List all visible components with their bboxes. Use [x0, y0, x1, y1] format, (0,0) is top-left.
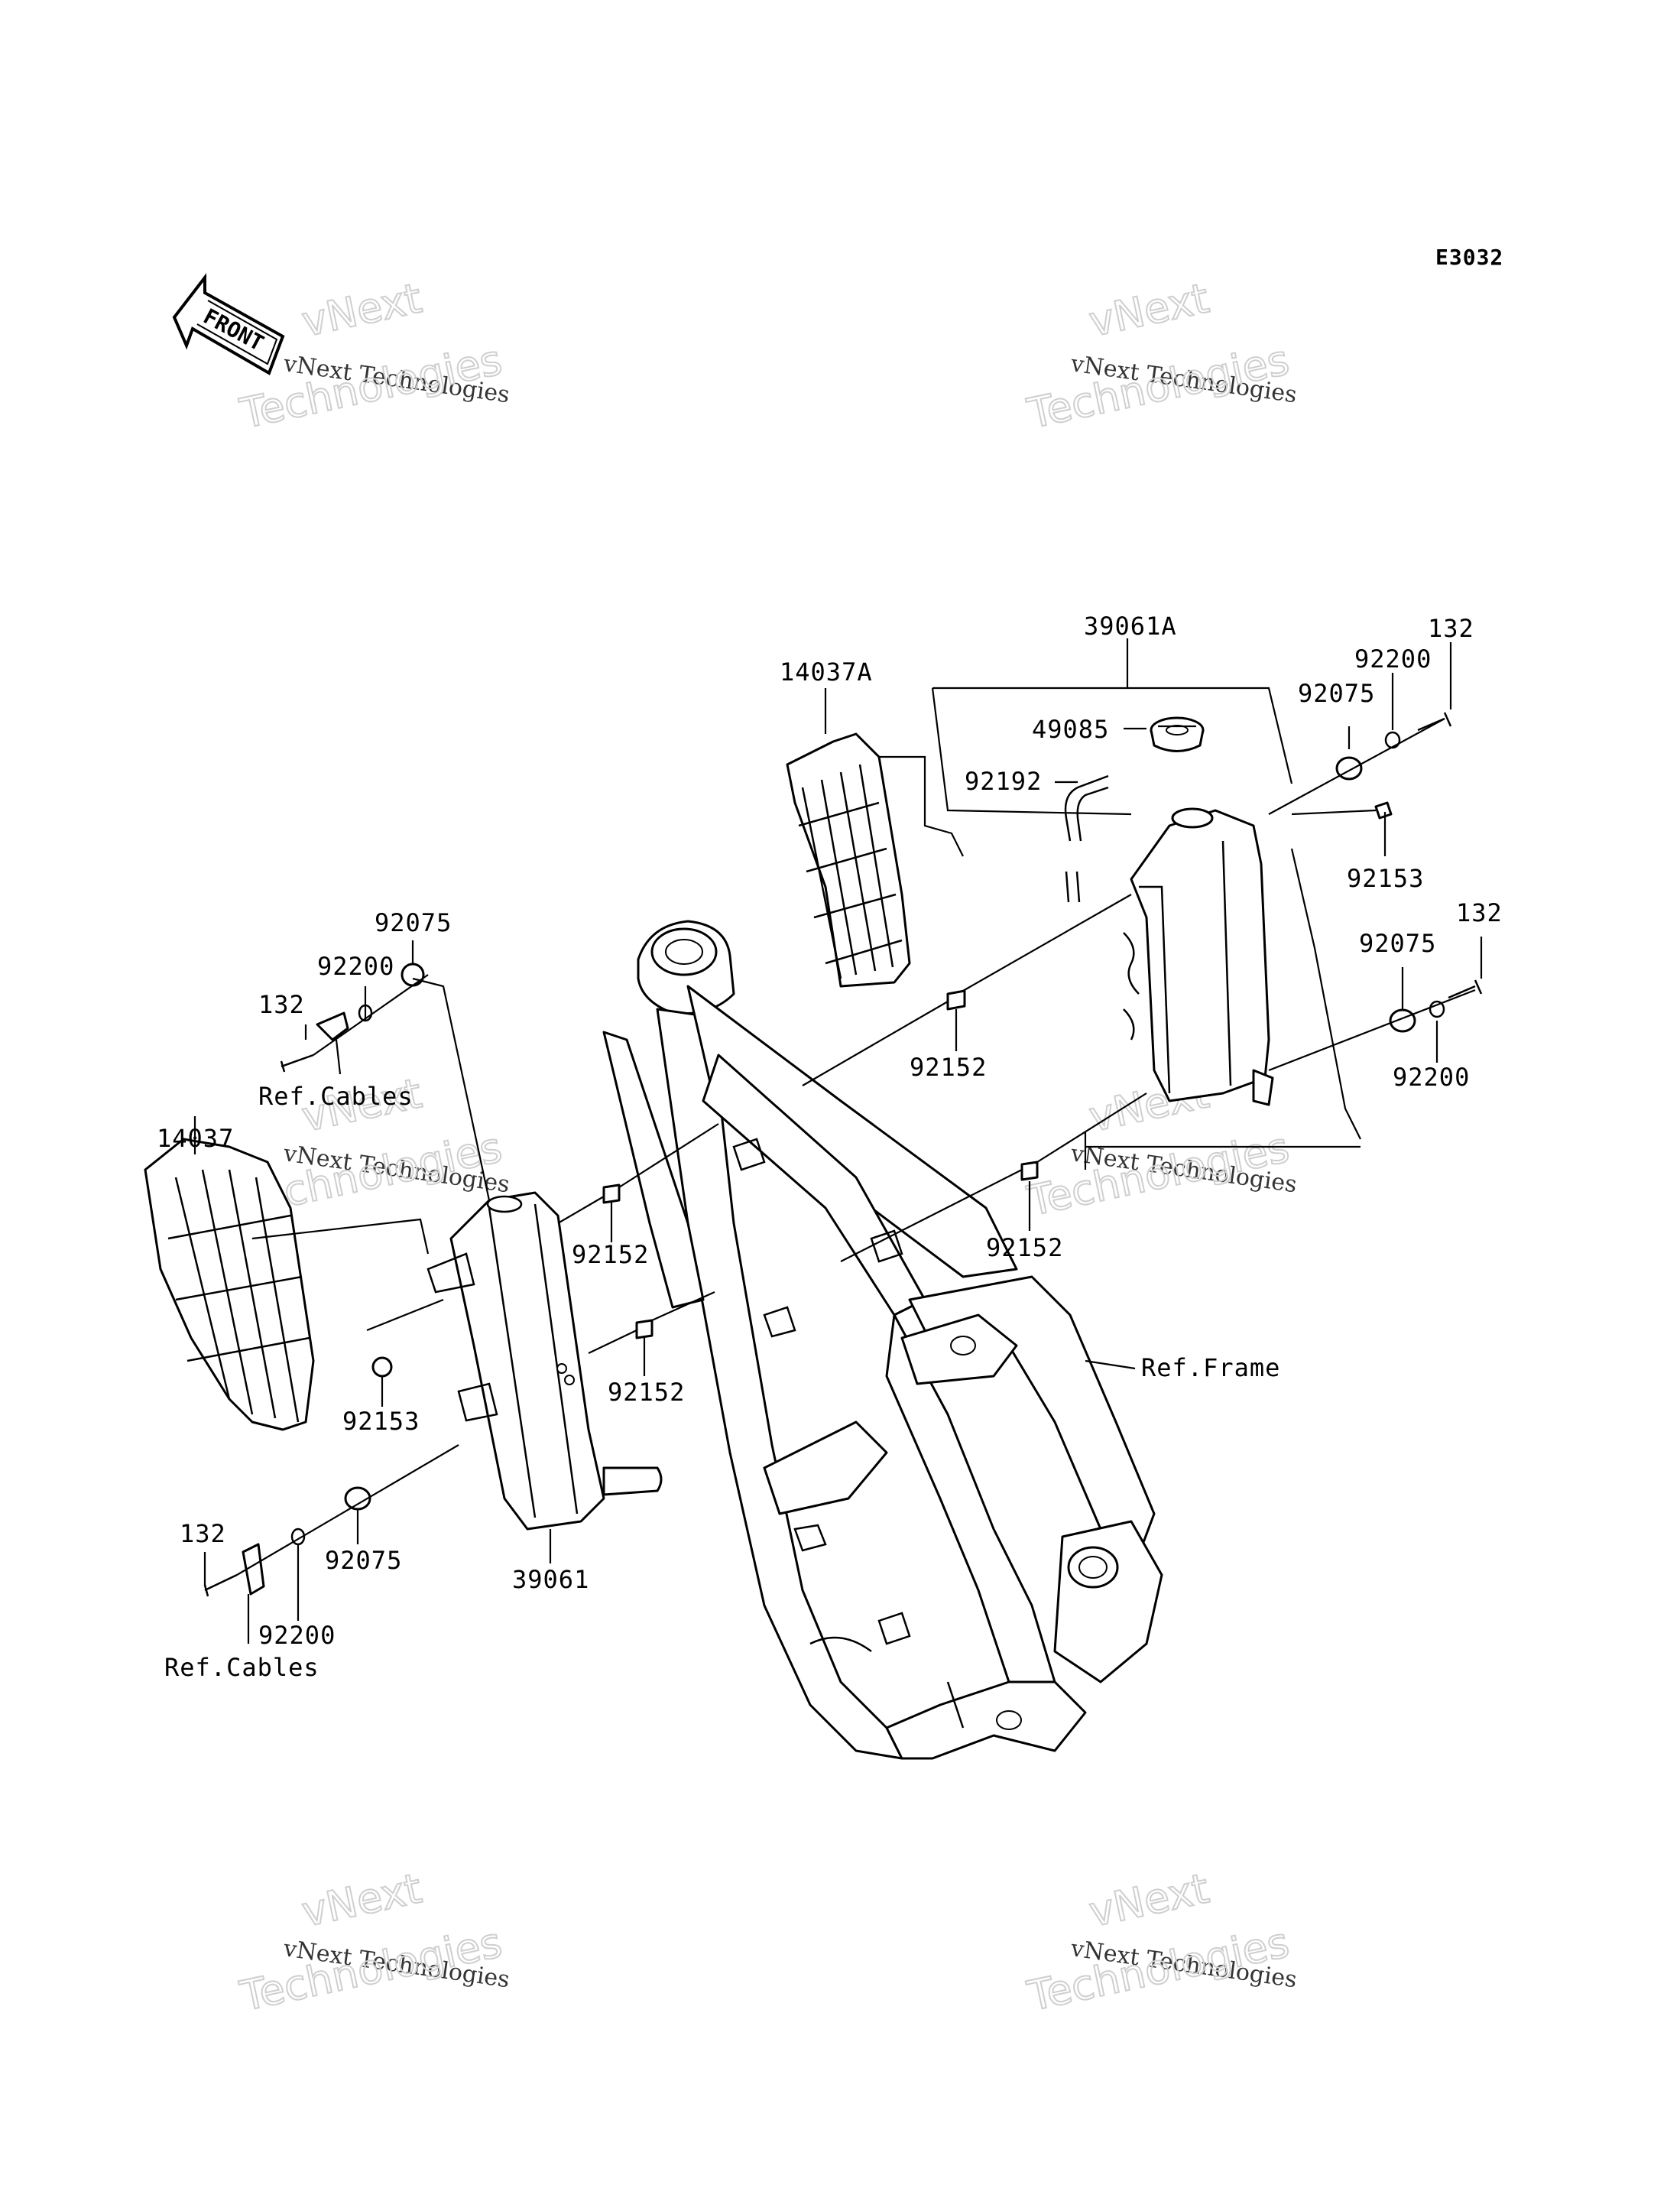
- radiator-right: [1123, 807, 1274, 1106]
- label-39061: 39061: [512, 1565, 589, 1594]
- radiator-guard-left: [144, 1138, 315, 1431]
- label-92152-upper: 92152: [910, 1053, 987, 1082]
- radiator-left: [426, 1191, 663, 1531]
- label-92200-right-mid: 92200: [1393, 1063, 1470, 1092]
- label-92075-left-bottom: 92075: [325, 1546, 402, 1575]
- label-92075-left-top: 92075: [375, 908, 452, 937]
- label-14037: 14037: [157, 1124, 234, 1153]
- svg-text:vNext: vNext: [298, 274, 426, 346]
- overflow-hose: [1064, 774, 1109, 903]
- label-92075-right-top: 92075: [1298, 679, 1375, 708]
- label-14037a: 14037A: [780, 657, 873, 687]
- label-49085: 49085: [1032, 715, 1109, 744]
- radiator-guard-right: [786, 732, 911, 988]
- radiator-cap: [1150, 716, 1205, 752]
- label-ref-cables-upper: Ref.Cables: [258, 1082, 414, 1111]
- diagram-code: E3032: [1435, 245, 1503, 270]
- svg-text:Technologies: Technologies: [1023, 1123, 1293, 1226]
- label-92200-left-top: 92200: [317, 952, 394, 981]
- label-132-left-top: 132: [258, 990, 305, 1019]
- label-92153-right: 92153: [1347, 864, 1424, 893]
- svg-text:vNext: vNext: [298, 1864, 426, 1936]
- watermark-top-right: vNext vNext Technologies Technologies: [1023, 273, 1299, 439]
- front-arrow-icon: FRONT: [172, 273, 285, 375]
- label-92152-left-lower: 92152: [608, 1378, 685, 1407]
- svg-text:vNext: vNext: [1085, 1864, 1213, 1936]
- svg-text:Technologies: Technologies: [1023, 1918, 1293, 2021]
- svg-text:vNext: vNext: [1085, 274, 1213, 346]
- label-132-left-bottom: 132: [180, 1519, 226, 1548]
- svg-text:Technologies: Technologies: [236, 1918, 506, 2021]
- watermark-bottom-left: vNext vNext Technologies Technologies: [235, 1863, 511, 2021]
- label-39061a: 39061A: [1084, 612, 1177, 641]
- label-ref-frame: Ref.Frame: [1141, 1353, 1280, 1382]
- label-92152-left-upper: 92152: [572, 1240, 649, 1269]
- label-92200-right-top: 92200: [1354, 644, 1432, 674]
- label-132-right-mid: 132: [1456, 898, 1503, 927]
- leader-lines: [193, 638, 1483, 1644]
- label-92075-right-mid: 92075: [1359, 929, 1436, 958]
- label-92152-right: 92152: [986, 1233, 1063, 1262]
- label-ref-cables-lower: Ref.Cables: [164, 1653, 319, 1682]
- hardware-items: [203, 712, 1483, 1597]
- label-92153-left: 92153: [342, 1407, 420, 1436]
- watermark-bottom-right: vNext vNext Technologies Technologies: [1023, 1863, 1299, 2021]
- label-92200-left-bottom: 92200: [258, 1621, 336, 1650]
- svg-text:Technologies: Technologies: [1023, 336, 1293, 438]
- label-92192: 92192: [965, 767, 1042, 796]
- label-132-right-top: 132: [1428, 614, 1474, 643]
- motorcycle-frame: [602, 920, 1163, 1760]
- watermark-top-left: vNext vNext Technologies Technologies: [235, 273, 511, 439]
